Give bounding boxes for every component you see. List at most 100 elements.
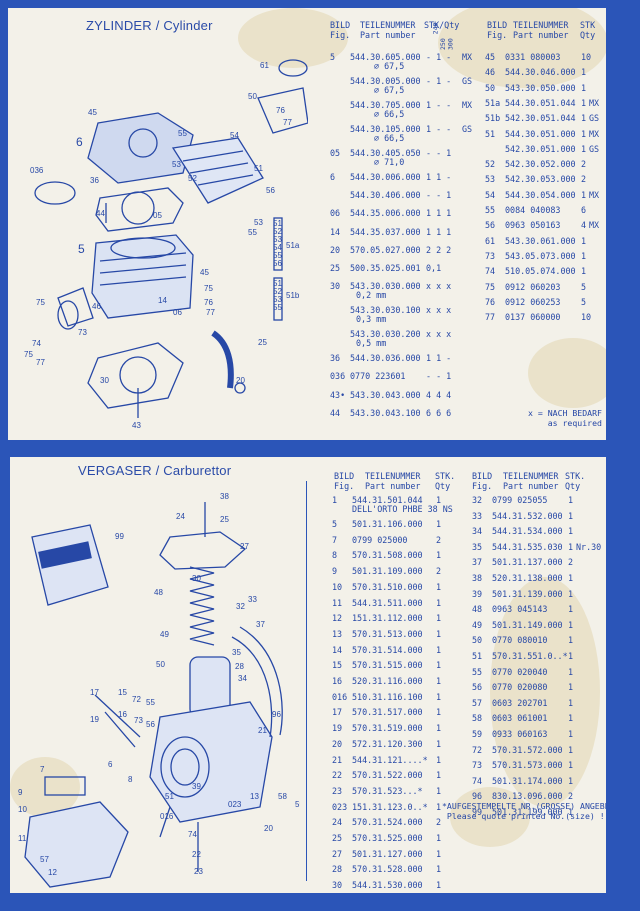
qty-cell: 6 [581, 205, 587, 215]
qty-cell: 1 [581, 128, 587, 139]
part-number-cell: 0137 060000 [505, 312, 561, 323]
diagram-label: 52 [273, 227, 282, 236]
fig-cell: 30 [332, 880, 343, 891]
fig-cell: 50 [485, 82, 496, 93]
carburettor-title: VERGASER / Carburettor [78, 463, 232, 478]
diagram-label: 52 [273, 287, 282, 296]
qty-cell: 1 [581, 113, 587, 124]
fig-cell: 23 [332, 785, 343, 796]
qty-cell: 1 [568, 651, 574, 661]
carb-header-part-2: TEILENUMMER Part number [503, 471, 559, 491]
fig-cell: 74 [485, 266, 496, 277]
diagram-label: 55 [248, 228, 257, 237]
diagram-label: 55 [178, 129, 187, 138]
fig-cell: 30 [330, 281, 341, 292]
fig-cell: 32 [472, 495, 483, 505]
diagram-label: 30 [192, 574, 201, 583]
qty-cell: 1 [436, 738, 442, 749]
diagram-label: 10 [18, 805, 27, 814]
fig-cell: 25 [330, 263, 341, 273]
fig-cell: 56 [485, 220, 496, 231]
diagram-label: 11 [18, 834, 27, 843]
fig-cell: 023 [332, 801, 348, 812]
part-number-cell: 510.31.116.100 [352, 691, 423, 702]
part-number-cell: 520.31.116.000 [352, 676, 423, 686]
qty-cell: 1 [581, 235, 587, 246]
part-number-cell: 544.30.046.000 [505, 67, 576, 78]
carb-header-fig-2: BILD Fig. [472, 471, 493, 491]
diagram-label: 12 [48, 868, 57, 877]
part-number-cell: 570.31.524.000 [352, 817, 423, 828]
fig-cell: 51b [485, 113, 501, 124]
qty-cell: 1 [581, 143, 587, 154]
fig-cell: 36 [330, 353, 341, 364]
diagram-label: 35 [232, 648, 241, 657]
fig-cell: 06 [330, 208, 341, 219]
fig-cell: 77 [485, 312, 496, 323]
diagram-label: 22 [192, 850, 201, 859]
fig-cell: 38 [472, 573, 483, 583]
qty-cell: 1 [436, 833, 442, 843]
fig-cell: 56 [472, 682, 483, 693]
part-number-cell: 543.05.073.000 [505, 250, 576, 261]
qty-cell: 1 [568, 713, 574, 724]
diagram-label: 96 [272, 710, 281, 719]
part-number-cell: 543.30.050.000 [505, 82, 576, 93]
qty-cell: 1 - - [426, 124, 452, 134]
qty-cell: 6 6 6 [426, 407, 452, 418]
diagram-label: 53 [273, 295, 282, 304]
fig-cell: 036 [330, 371, 346, 382]
diagram-label: 16 [118, 710, 127, 719]
note-cell: MX [462, 100, 473, 110]
stain [490, 577, 600, 807]
fig-cell: 45 [485, 52, 496, 62]
diagram-label: 37 [256, 620, 265, 629]
note-cell: GS [462, 76, 473, 86]
part-number-cell: 0770 020080 [492, 682, 548, 693]
cyl-header-part: TEILENUMMER Part number [360, 20, 416, 40]
stain [450, 787, 530, 847]
part-number-cell: 570.31.523...* [352, 785, 423, 796]
diagram-label: 36 [90, 176, 99, 185]
diagram-label: 46 [92, 302, 101, 311]
diagram-label: 54 [230, 131, 239, 140]
part-number-cell: 570.31.508.000 [352, 550, 423, 561]
cylinder-exploded-diagram: 61 50 45 6 55 54 036 36 53 52 51 56 44 0… [24, 59, 308, 430]
fig-cell: 75 [485, 281, 496, 292]
stain [238, 8, 348, 68]
fig-cell: 96 [472, 791, 483, 802]
fig-cell: 24 [332, 817, 343, 828]
diagram-label: 6 [76, 135, 83, 149]
part-number-cell: 570.31.551.0..* [492, 651, 568, 661]
part-number-cell: 570.31.510.000 [352, 581, 423, 592]
qty-cell: 1 [568, 807, 574, 817]
qty-cell: 2 [581, 159, 587, 170]
qty-cell: x x x [426, 305, 452, 316]
note-cell: MX [462, 52, 473, 62]
part-number-cell: 544.31.121....* [352, 754, 428, 765]
part-number-cell: 570.05.027.000 [350, 244, 421, 255]
part-number-cell: 544.35.037.000 [350, 226, 421, 237]
fig-cell: 20 [332, 738, 343, 749]
fig-cell: 17 [332, 707, 343, 718]
fig-cell: 13 [332, 628, 343, 639]
qty-cell: 1 [568, 666, 574, 677]
diagram-label: 14 [158, 296, 167, 305]
diagram-label: 51 [273, 219, 282, 228]
qty-cell: 1 [568, 526, 574, 537]
qty-cell: 1 [568, 697, 574, 708]
diagram-label: 55 [273, 303, 282, 312]
fig-cell: 7 [332, 534, 338, 545]
fig-cell: 99 [472, 807, 483, 817]
cyl-header-variants: 240 250 300 [425, 23, 463, 50]
cyl-header-qty: STK/Qty [424, 20, 460, 30]
fig-cell: 43• [330, 389, 346, 400]
qty-cell: 2 2 2 [426, 244, 452, 255]
qty-cell: 2 [436, 817, 442, 828]
fig-cell: 6 [330, 172, 336, 182]
qty-cell: 1 [436, 581, 442, 592]
part-number-cell: 0933 060163 [492, 729, 548, 739]
dimension-cell: ⌀ 67,5 [374, 61, 405, 71]
diagram-label: 20 [264, 824, 273, 833]
part-number-cell: 544.31.534.000 [492, 526, 563, 537]
